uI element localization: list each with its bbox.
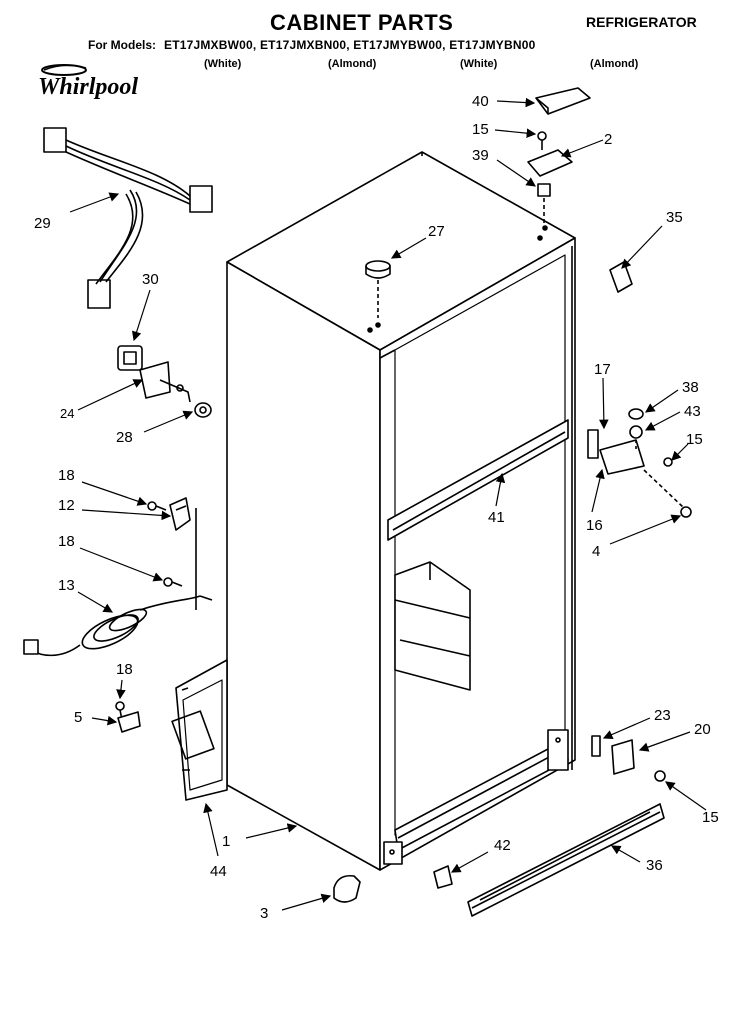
part-label-16: 16: [586, 517, 603, 534]
brand-swoosh-icon: [41, 64, 87, 76]
leader-27: [390, 237, 427, 259]
leader-29: [69, 192, 120, 213]
leader-18-c: [116, 679, 126, 700]
part-label-15-mid: 15: [686, 431, 703, 448]
part-label-30: 30: [142, 271, 159, 288]
part-power-cord: [23, 508, 213, 657]
part-label-20: 20: [694, 721, 711, 738]
leader-44: [203, 802, 219, 857]
part-label-44: 44: [210, 863, 227, 880]
part-label-2: 2: [604, 131, 612, 148]
part-label-3: 3: [260, 905, 268, 922]
leader-39: [496, 159, 536, 187]
model-color-2: (Almond): [328, 58, 377, 70]
leader-13: [77, 591, 114, 613]
part-label-15-top: 15: [472, 121, 489, 138]
product-type: REFRIGERATOR: [586, 14, 697, 30]
leader-12: [81, 509, 172, 521]
part-label-4: 4: [592, 543, 600, 560]
leader-35: [621, 225, 663, 269]
part-label-18-c: 18: [116, 661, 133, 678]
cabinet-corner-brackets: [383, 729, 569, 865]
model-color-4: (Almond): [590, 58, 639, 70]
leader-38: [645, 389, 679, 413]
part-plug-button: [365, 260, 391, 318]
diagram-title: CABINET PARTS: [270, 10, 454, 35]
part-label-23: 23: [654, 707, 671, 724]
model-color-1: (White): [204, 58, 242, 70]
model-numbers: ET17JMXBW00, ET17JMXBN00, ET17JMYBW00, E…: [164, 38, 536, 52]
part-label-27: 27: [428, 223, 445, 240]
leader-18-a: [81, 481, 148, 506]
part-label-18-a: 18: [58, 467, 75, 484]
part-toe-grille: [467, 803, 665, 917]
leader-28: [143, 410, 194, 433]
leader-4: [609, 514, 682, 545]
leader-36: [610, 845, 641, 863]
part-washer: [194, 402, 212, 418]
leader-23: [602, 717, 651, 740]
leader-15-mid: [671, 443, 689, 461]
brand-logo: Whirlpool: [20, 58, 160, 109]
part-label-42: 42: [494, 837, 511, 854]
part-label-28: 28: [116, 429, 133, 446]
part-label-35: 35: [666, 209, 683, 226]
divider-channel: [387, 419, 569, 541]
part-label-18-b: 18: [58, 533, 75, 550]
part-screws-left: [115, 501, 183, 721]
part-label-1: 1: [222, 833, 230, 850]
leader-18-b: [79, 547, 164, 582]
model-color-3: (White): [460, 58, 498, 70]
part-label-36: 36: [646, 857, 663, 874]
leader-43: [644, 411, 681, 431]
part-label-43: 43: [684, 403, 701, 420]
part-label-39: 39: [472, 147, 489, 164]
leader-5: [91, 715, 118, 726]
leader-42: [450, 851, 489, 873]
leader-3: [281, 893, 332, 911]
part-leveling-foot: [333, 874, 361, 903]
leader-30: [131, 289, 151, 342]
part-cord-clip: [117, 711, 141, 733]
part-label-24: 24: [60, 406, 74, 421]
part-wiring-harness: [43, 127, 213, 309]
part-rear-panel: [171, 659, 228, 801]
part-cord-clamp: [169, 497, 191, 531]
leader-24: [77, 379, 144, 411]
models-label: For Models:: [88, 38, 156, 52]
part-grille-clip: [433, 865, 453, 889]
part-label-41: 41: [488, 509, 505, 526]
part-label-17: 17: [594, 361, 611, 378]
leader-15-top: [494, 128, 537, 138]
part-hinge-pin-bracket: [139, 361, 191, 403]
part-label-12: 12: [58, 497, 75, 514]
part-bottom-hinge: [591, 735, 666, 782]
leader-16: [591, 468, 605, 513]
leader-17: [599, 377, 609, 430]
part-top-cap: [535, 87, 591, 115]
part-label-5: 5: [74, 709, 82, 726]
part-label-15-bot: 15: [702, 809, 719, 826]
part-label-40: 40: [472, 93, 489, 110]
part-label-38: 38: [682, 379, 699, 396]
leader-41: [495, 472, 506, 507]
part-grommet: [117, 345, 143, 371]
leader-40: [496, 97, 536, 108]
freezer-liner: [394, 561, 471, 691]
leader-20: [638, 731, 691, 752]
part-center-hinge: [587, 408, 692, 518]
part-label-13: 13: [58, 577, 75, 594]
leader-2: [560, 139, 604, 158]
leader-15-bot: [665, 781, 707, 811]
leader-1: [245, 823, 298, 839]
part-label-29: 29: [34, 215, 51, 232]
part-hinge-cover: [609, 261, 633, 293]
brand-name: Whirlpool: [38, 74, 139, 100]
